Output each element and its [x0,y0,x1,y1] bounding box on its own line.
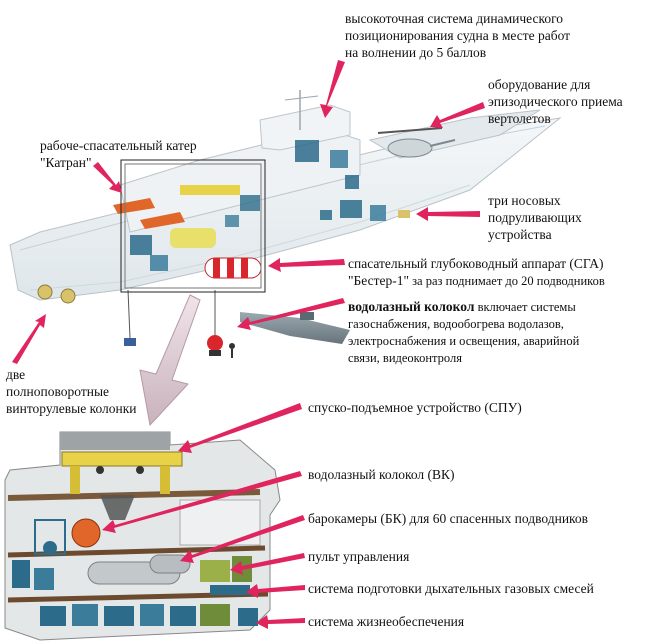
label-submersible: спасательный глубоководный аппарат (СГА)… [348,256,605,288]
arrow-control-panel [230,553,305,575]
arrow-azimuth-thrusters [12,314,46,364]
label-dynamic-positioning: высокоточная система динамического позиц… [345,11,571,60]
label-launch-device: спуско-подъемное устройство (СПУ) [308,400,522,415]
pointer-arrows [12,60,485,629]
label-bell-vk: водолазный колокол (ВК) [308,467,455,482]
arrow-life-support [256,615,305,629]
arrow-helicopter [430,102,485,128]
zoom-arrow [139,294,201,427]
label-gas-mix-system: система подготовки дыхательных газовых с… [308,581,594,596]
arrow-rescue-boat [93,162,122,193]
arrow-gas-mix [246,584,305,598]
label-azimuth-thrusters: две полноповоротные винторулевые колонки [6,367,137,416]
arrow-launch-device [178,403,302,453]
arrow-dynamic-positioning [320,60,345,118]
label-bow-thrusters: три носовых подруливающих устройства [488,193,582,242]
cutaway-section [4,431,281,641]
label-helicopter: оборудование для эпизодического приема в… [488,77,623,126]
label-control-panel: пульт управления [308,549,410,564]
submarine [240,312,350,344]
zoom-frame [120,159,266,293]
arrow-submersible [268,258,345,272]
arrow-pressure-chambers [180,515,305,563]
arrow-bow-thrusters [416,207,480,221]
label-life-support: система жизнеобеспечения [308,614,465,629]
label-diving-bell: водолазный колокол включает системы газо… [348,299,580,365]
arrow-bell-vk [102,471,302,533]
label-rescue-boat: рабоче-спасательный катер "Катран" [40,138,197,170]
label-pressure-chambers: барокамеры (БК) для 60 спасенных подводн… [308,511,589,526]
ship-equipment [37,127,456,358]
arrow-diving-bell [237,298,345,330]
